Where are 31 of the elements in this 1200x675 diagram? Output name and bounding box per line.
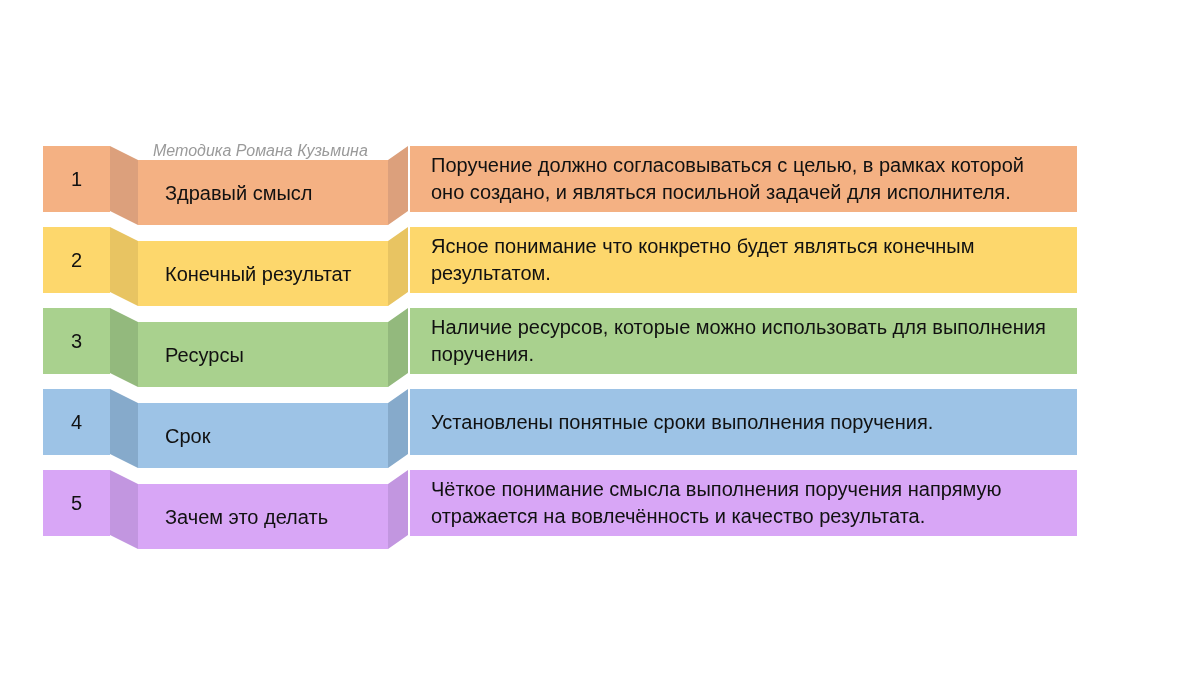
criterion-title: Здравый смысл <box>165 181 313 206</box>
step-number: 1 <box>70 167 83 192</box>
criterion-title: Зачем это делать <box>165 505 329 530</box>
folded-ribbon-segment <box>110 146 408 225</box>
criterion-title: Конечный результат <box>165 262 352 287</box>
description-band <box>410 146 1077 212</box>
description-band <box>410 308 1077 374</box>
step-number: 3 <box>70 329 83 354</box>
description-band <box>410 389 1077 455</box>
criterion-title: Срок <box>165 424 211 449</box>
criterion-description: Установлены понятные сроки выполнения поручения. <box>431 409 934 435</box>
description-band <box>410 470 1077 536</box>
description-band <box>410 227 1077 293</box>
criterion-description: Поручение должно согласовываться с целью, в рамках которой оно создано, и являться посильной задачей для исполнителя. <box>431 153 1025 205</box>
folded-ribbon-segment <box>110 308 408 387</box>
step-band <box>43 227 110 293</box>
step-number: 2 <box>70 248 83 273</box>
step-number: 4 <box>70 410 83 435</box>
folded-ribbon-segment <box>110 227 408 306</box>
criterion-title: Ресурсы <box>165 343 244 368</box>
folded-ribbon-segment <box>110 470 408 549</box>
criterion-description: Ясное понимание что конкретно будет являться конечным результатом. <box>431 234 976 286</box>
step-band <box>43 389 110 455</box>
folded-ribbon-segment <box>110 389 408 468</box>
step-band <box>43 146 110 212</box>
author-caption: Методика Романа Кузьмина <box>153 143 368 159</box>
step-band <box>43 470 110 536</box>
criterion-description: Чёткое понимание смысла выполнения поручения напрямую отражается на вовлечённость и качество результата. <box>431 477 1003 529</box>
criterion-description: Наличие ресурсов, которые можно использовать для выполнения поручения. <box>431 315 1047 367</box>
step-band <box>43 308 110 374</box>
step-number: 5 <box>70 491 83 516</box>
